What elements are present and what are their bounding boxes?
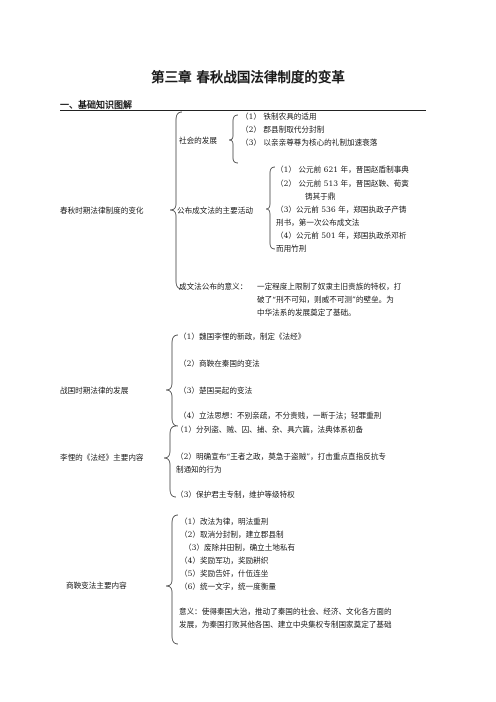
block3-item: （2）明确宣布“王者之政，莫急于盗贼”，打击重点直指反抗专 — [176, 452, 387, 461]
block1-b2-label: 公布成文法的主要活动 — [177, 206, 253, 215]
block4-item: （2）取消分封制，建立郡县制 — [180, 530, 284, 539]
block4-item: （1）改法为律，明法重刑 — [180, 517, 269, 526]
block2-item: （4）立法思想：不别亲疏，不分贵贱，一断于法；轻罪重刑 — [179, 411, 382, 420]
block1-b1-item: （2） 郡县制取代分封制 — [241, 125, 325, 134]
block1-root-label: 春秋时期法律制度的变化 — [60, 206, 144, 215]
block4-item: （5）奖励告奸，什伍连坐 — [180, 569, 269, 578]
block3-item: 制通知的行为 — [176, 465, 222, 474]
brace-block4 — [165, 514, 179, 645]
page-title: 第三章 春秋战国法律制度的变革 — [151, 70, 345, 86]
block1-b1-item: （1） 铁制农具的适用 — [241, 112, 317, 121]
block4-root-label: 商鞅变法主要内容 — [66, 581, 127, 590]
section-heading: 一、基础知识图解 — [60, 101, 133, 111]
block1-b1-label: 社会的发展 — [179, 136, 217, 145]
block4-item: （3）废除井田制，确立土地私有 — [184, 543, 296, 552]
block1-b3-line: 破了“刑不可知，则威不可测”的壁垒。为 — [257, 295, 394, 304]
block3-item: （3）保护君主专制，维护等级特权 — [176, 490, 295, 499]
block1-b2-item: 铸其于鼎 — [305, 192, 336, 201]
block1-b2-item: （4）公元前 501 年，郑国执政杀邓析 — [276, 231, 407, 240]
brace-block1-b2 — [265, 166, 276, 250]
section-divider — [60, 110, 426, 111]
block1-b2-item: （2） 公元前 513 年，晋国赵鞅、荀寅 — [276, 179, 409, 188]
block4-meaning-line: 意义：使得秦国大治，推动了秦国的社会、经济、文化各方面的 — [179, 607, 392, 616]
block1-b2-item: （1） 公元前 621 年，晋国赵盾制事典 — [276, 165, 409, 174]
brace-block2 — [165, 334, 179, 427]
block2-root-label: 战国时期法律的发展 — [60, 386, 129, 395]
block4-item: （6）统一文字，统一度衡量 — [180, 582, 276, 591]
block3-root-label: 李悝的《法经》主要内容 — [60, 453, 144, 462]
block2-item: （1）魏国李悝的新政，制定《法经》 — [179, 332, 306, 341]
block1-b1-item: （3） 以亲亲尊尊为核心的礼制加速衰落 — [241, 138, 378, 147]
block1-b2-item: 刑书，第一次公布成文法 — [276, 218, 360, 227]
block2-item: （2）商鞅在秦国的变法 — [179, 359, 260, 368]
block1-b3-label: 成文法公布的意义： — [179, 282, 248, 291]
block2-item: （3）楚国吴起的变法 — [179, 386, 253, 395]
brace-block1-root — [169, 111, 183, 290]
block1-b3-line: 一定程度上限制了奴隶主旧贵族的特权，打 — [257, 282, 402, 291]
brace-block1-b1 — [228, 114, 239, 164]
block4-meaning-line: 发展，为秦国打败其他各国、建立中央集权专制国家奠定了基础 — [179, 620, 392, 629]
block4-item: （4）奖励军功，奖励耕织 — [180, 556, 269, 565]
brace-block3 — [163, 425, 177, 498]
block1-b2-item: （3）公元前 536 年，郑国执政子产铸 — [276, 205, 407, 214]
block3-item: （1）分列盗、贼、囚、捕、杂、具六篇，法典体系初备 — [176, 425, 364, 434]
block1-b2-item: 而用竹刑 — [276, 244, 307, 253]
block1-b3-line: 中华法系的发展奠定了基础。 — [257, 308, 356, 317]
